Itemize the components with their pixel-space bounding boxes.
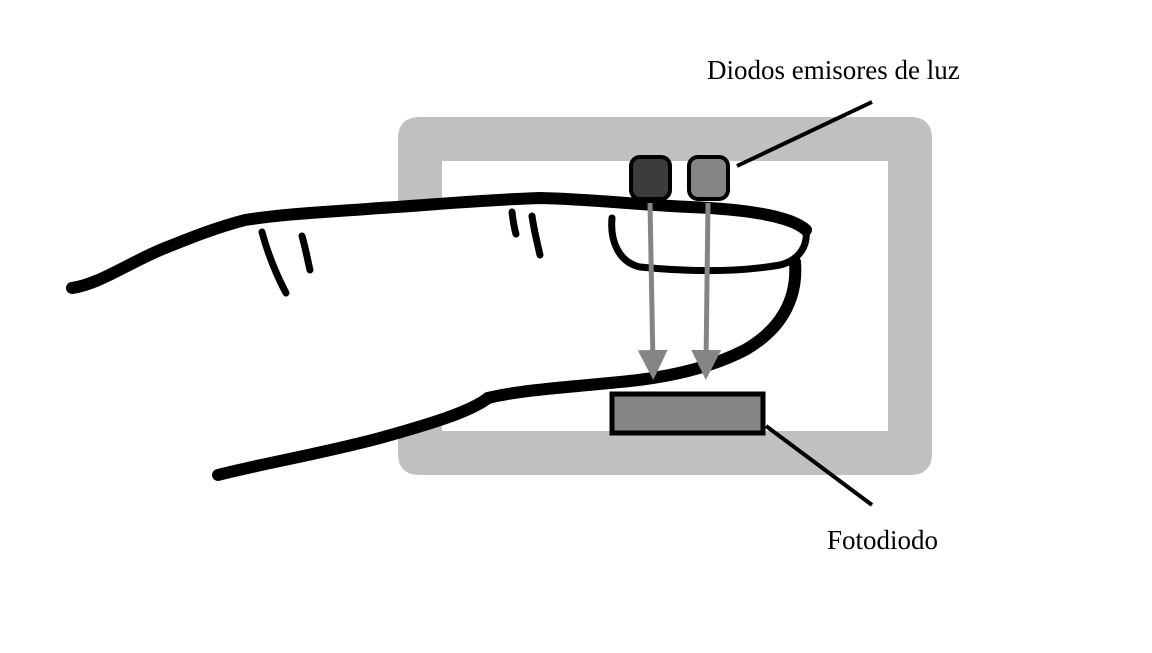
- light-path-left: [637, 202, 668, 380]
- led-leader-line: [736, 100, 873, 168]
- photodiode: [609, 391, 766, 436]
- finger-fill: [70, 198, 806, 477]
- knuckle-crease-1: [258, 228, 290, 297]
- knuckle-crease-3: [508, 208, 520, 238]
- led-label: Diodos emisores de luz: [707, 55, 960, 85]
- led-light: [687, 155, 730, 201]
- sensor-housing: [398, 117, 932, 475]
- photodiode-label: Fotodiodo: [827, 525, 939, 555]
- knuckle-crease-2: [298, 232, 314, 274]
- photodiode-leader-line: [764, 424, 874, 507]
- knuckle-crease-4: [528, 212, 544, 259]
- fingertip-edge: [482, 256, 802, 404]
- finger-top-edge: [66, 192, 812, 294]
- led-dark: [629, 155, 672, 201]
- light-path-right: [691, 202, 722, 380]
- finger-bottom-edge: [212, 392, 494, 481]
